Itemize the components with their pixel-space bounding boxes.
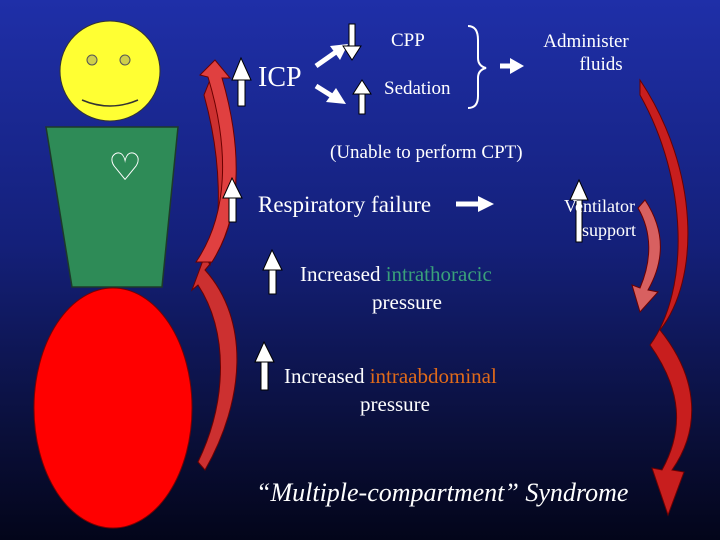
intraabdominal-line2: pressure — [360, 392, 430, 416]
brace — [467, 25, 487, 109]
intraabdominal-highlight: intraabdominal — [369, 364, 497, 388]
smile — [81, 99, 139, 107]
administer-line1: Administer — [543, 31, 629, 52]
up-arrow-respiratory — [222, 176, 243, 223]
arrow-to-administer-fluids — [500, 58, 524, 74]
administer-fluids-label: Administer fluids — [536, 30, 636, 76]
down-arrow-cpp — [342, 23, 362, 61]
cpp-label: CPP — [391, 30, 425, 51]
up-arrow-sedation — [352, 79, 372, 115]
sedation-label: Sedation — [384, 78, 451, 99]
intraabdominal-prefix: Increased — [284, 364, 370, 388]
administer-line2: fluids — [579, 54, 623, 75]
ventilator-line2: support — [582, 220, 636, 240]
smiley-head — [59, 20, 161, 122]
right-curved-arrow-inner — [631, 199, 661, 313]
ventilator-support-label: Ventilator support — [564, 194, 636, 242]
unable-cpt-label: (Unable to perform CPT) — [330, 142, 523, 163]
arrow-to-ventilator — [456, 196, 494, 212]
up-arrow-intrathoracic — [262, 248, 283, 295]
arrow-icp-to-cpp — [314, 44, 348, 69]
up-arrow-icp — [231, 56, 252, 107]
intraabdominal-label: Increased intraabdominal pressure — [284, 362, 497, 418]
intrathoracic-prefix: Increased — [300, 262, 386, 286]
torso-thorax — [45, 126, 179, 288]
up-arrow-intraabdominal — [254, 340, 275, 391]
syndrome-title: “Multiple-compartment” Syndrome — [256, 478, 629, 507]
ventilator-line1: Ventilator — [564, 196, 635, 216]
arrow-icp-to-sedation — [314, 83, 346, 104]
abdomen — [33, 287, 193, 529]
icp-label: ICP — [258, 62, 302, 93]
left-eye — [86, 54, 98, 66]
respiratory-failure-label: Respiratory failure — [258, 192, 432, 217]
intrathoracic-line2: pressure — [372, 290, 442, 314]
right-curved-arrow — [639, 78, 693, 517]
right-eye — [119, 54, 131, 66]
left-curved-arrow-upper — [195, 59, 237, 263]
up-arrow-ventilator — [569, 178, 589, 243]
intrathoracic-highlight: intrathoracic — [385, 262, 492, 286]
intrathoracic-label: Increased intrathoracic pressure — [300, 260, 492, 316]
heart-icon: ♡ — [108, 145, 143, 189]
